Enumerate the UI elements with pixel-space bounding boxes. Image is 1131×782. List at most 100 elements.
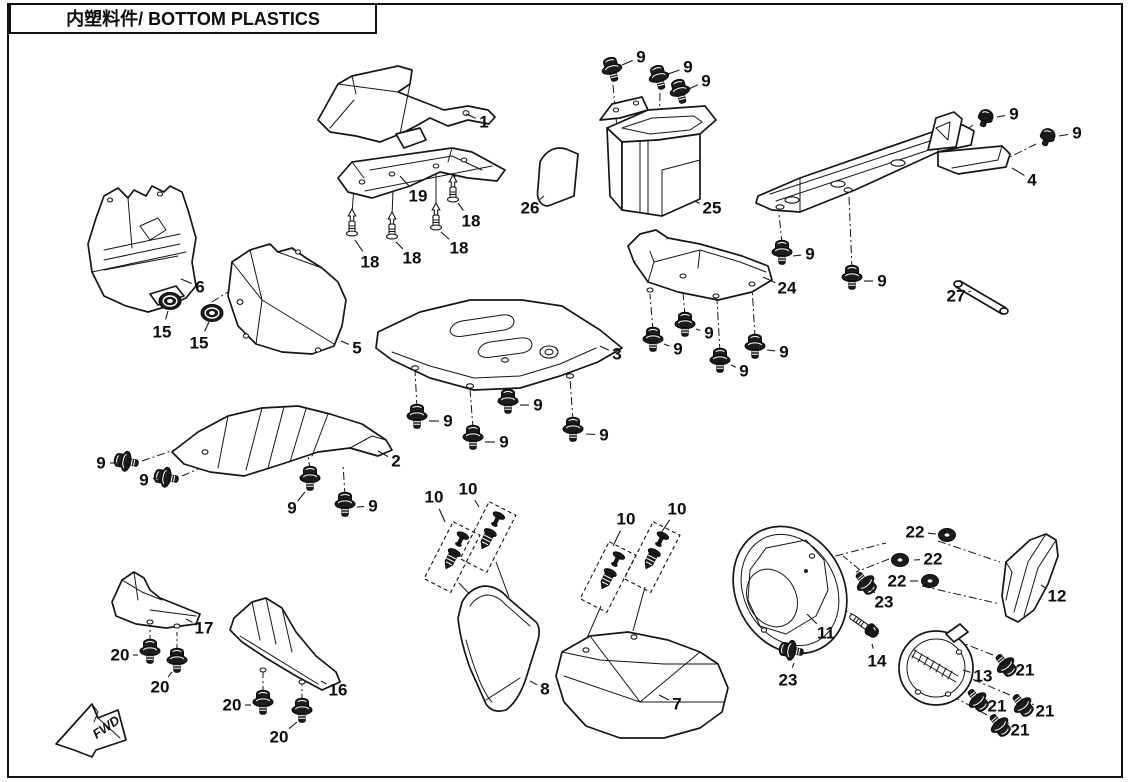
leader-line xyxy=(399,175,410,187)
leader-line xyxy=(870,588,876,594)
callout-9: 9 xyxy=(368,497,377,516)
callout-18: 18 xyxy=(361,253,380,272)
leader-line xyxy=(791,662,795,668)
leader-line xyxy=(1011,167,1025,176)
pin-icon xyxy=(429,202,443,231)
part-27-link-rod xyxy=(953,280,1009,315)
callout-21: 21 xyxy=(1016,661,1035,680)
clip-pair-icon xyxy=(623,521,681,593)
leader-line xyxy=(474,499,480,508)
flange-bolt-icon xyxy=(497,388,519,414)
callout-11: 11 xyxy=(817,624,835,643)
callout-9: 9 xyxy=(1072,124,1081,143)
flange-bolt-icon xyxy=(166,647,188,673)
leader-line xyxy=(762,276,776,284)
leader-line xyxy=(440,231,450,240)
callout-9: 9 xyxy=(1009,105,1018,124)
capnut-icon xyxy=(975,107,996,130)
callout-10: 10 xyxy=(668,500,687,519)
fwd-direction-arrow: FWD xyxy=(55,703,127,758)
leader-line xyxy=(599,345,610,351)
leader-line xyxy=(806,613,818,625)
callout-10: 10 xyxy=(459,480,478,499)
leader-line xyxy=(297,491,306,502)
pin-icon xyxy=(345,208,359,237)
grommet-icon xyxy=(158,291,182,311)
part-25-storage-box xyxy=(599,96,717,217)
part-7-right-inner-fender xyxy=(555,631,729,739)
callout-22: 22 xyxy=(906,523,925,542)
callout-9: 9 xyxy=(739,362,748,381)
flange-bolt-icon xyxy=(152,464,181,490)
leader-line xyxy=(663,343,670,347)
part-19-heat-shield-plate xyxy=(337,147,506,199)
callout-6: 6 xyxy=(195,278,204,297)
part-4-rear-skid-plate xyxy=(755,111,1011,213)
callout-9: 9 xyxy=(287,499,296,518)
pin-icon xyxy=(385,211,399,240)
callout-22: 22 xyxy=(888,572,907,591)
callout-9: 9 xyxy=(701,72,710,91)
callout-24: 24 xyxy=(778,279,797,298)
callout-8: 8 xyxy=(540,680,549,699)
leader-line xyxy=(730,364,737,368)
grommet-icon xyxy=(200,303,224,323)
washer-icon xyxy=(921,574,939,588)
callout-23: 23 xyxy=(875,593,894,612)
callout-9: 9 xyxy=(805,245,814,264)
leader-line xyxy=(288,721,298,730)
callout-5: 5 xyxy=(352,339,361,358)
part-12-wedge-panel xyxy=(1001,533,1059,623)
flange-bolt-icon xyxy=(112,448,141,474)
callout-26: 26 xyxy=(521,199,540,218)
part-13-round-cap xyxy=(898,623,974,706)
callout-3: 3 xyxy=(612,345,621,364)
leader-line xyxy=(465,113,477,119)
callout-25: 25 xyxy=(703,199,722,218)
flange-bolt-icon xyxy=(406,403,428,429)
part-11-oval-housing xyxy=(732,525,848,655)
callout-27: 27 xyxy=(947,287,966,306)
pin-icon xyxy=(446,174,460,203)
part-2-front-lower-cover xyxy=(171,405,393,477)
flange-bolt-icon xyxy=(598,54,626,85)
part-16-right-sill-guard xyxy=(229,597,341,691)
leader-line xyxy=(585,433,596,436)
leader-line xyxy=(658,694,670,701)
callout-15: 15 xyxy=(190,334,209,353)
part-24-small-guard-plate xyxy=(627,229,773,301)
callout-9: 9 xyxy=(673,340,682,359)
leader-line xyxy=(792,254,802,257)
callout-23: 23 xyxy=(779,671,798,690)
leader-line xyxy=(340,340,350,345)
callout-20: 20 xyxy=(223,696,242,715)
leader-line xyxy=(667,69,680,75)
part-5-right-side-panel xyxy=(227,243,347,355)
flange-bolt-icon xyxy=(562,416,584,442)
leader-line xyxy=(438,508,446,523)
part-3-center-skid-plate xyxy=(375,299,623,391)
part-26-gasket-sheet xyxy=(536,147,579,207)
callout-18: 18 xyxy=(462,212,481,231)
page-border xyxy=(7,3,1123,778)
callout-9: 9 xyxy=(704,324,713,343)
leader-line xyxy=(152,477,159,480)
part-1-upper-bracket xyxy=(317,65,496,149)
leader-line xyxy=(766,349,776,352)
callout-13: 13 xyxy=(974,667,993,686)
leader-line xyxy=(695,328,701,331)
flange-bolt-icon xyxy=(334,491,356,517)
flange-bolt-icon xyxy=(674,311,696,337)
leader-line xyxy=(165,310,169,320)
leader-line xyxy=(962,669,971,673)
washer-icon xyxy=(891,553,909,567)
callout-20: 20 xyxy=(270,728,289,747)
callout-9: 9 xyxy=(636,48,645,67)
callout-1: 1 xyxy=(479,113,488,132)
callout-21: 21 xyxy=(1036,702,1055,721)
washer-icon xyxy=(938,528,956,542)
callout-10: 10 xyxy=(425,488,444,507)
callout-9: 9 xyxy=(683,58,692,77)
